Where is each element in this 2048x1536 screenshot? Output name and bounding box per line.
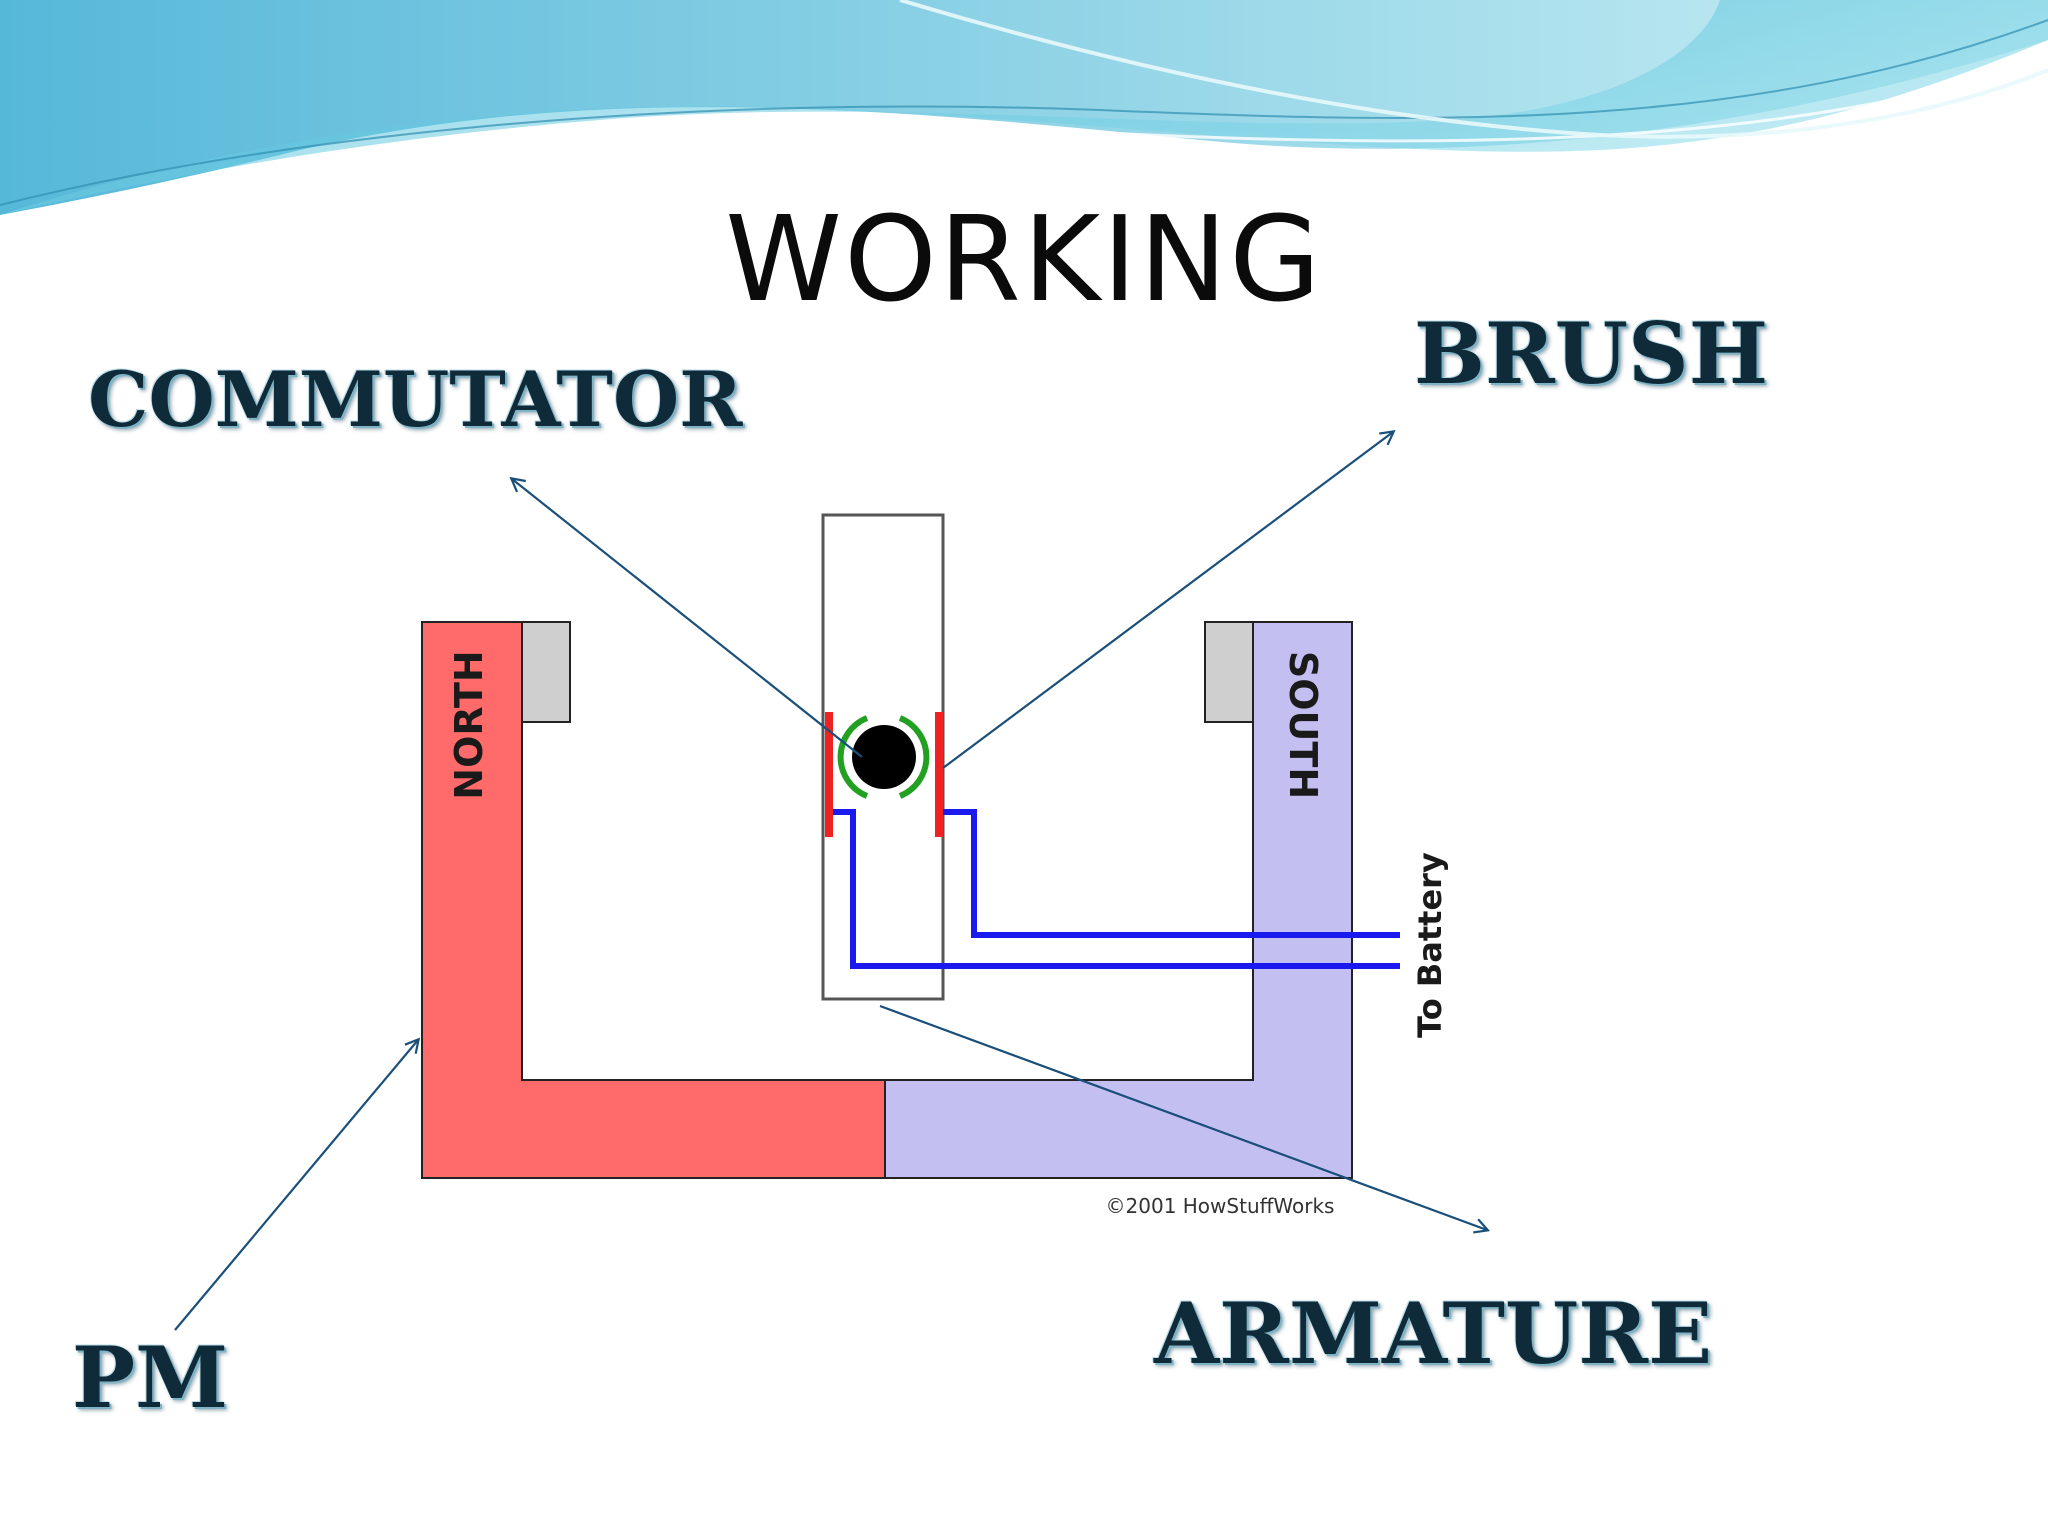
south-pole-shoe (1204, 621, 1254, 723)
motor-shaft (852, 725, 916, 789)
armature-label: ARMATURE (1154, 1284, 1713, 1383)
pm-label: PM (72, 1328, 229, 1427)
south-pole-label: SOUTH (1281, 651, 1325, 799)
north-pole-magnet (421, 621, 886, 1179)
commutator-arrow (512, 479, 863, 758)
pm-arrow (174, 1040, 418, 1331)
battery-label: To Battery (1411, 852, 1449, 1038)
north-pole-shoe (521, 621, 571, 723)
commutator-label: COMMUTATOR (88, 355, 743, 444)
south-pole-magnet (884, 621, 1353, 1179)
slide-title: WORKING (725, 190, 1323, 328)
north-pole-label: NORTH (447, 650, 491, 799)
armature-arrow (879, 1004, 1487, 1230)
wire-right (943, 809, 1400, 938)
commutator-segment-left (837, 715, 869, 799)
wire-left (833, 809, 1400, 969)
copyright-text: ©2001 HowStuffWorks (1106, 1194, 1335, 1218)
brush-label: BRUSH (1414, 304, 1769, 403)
commutator-segment-right (898, 715, 930, 799)
header-wave (0, 0, 2048, 227)
brush-arrow (942, 432, 1393, 769)
